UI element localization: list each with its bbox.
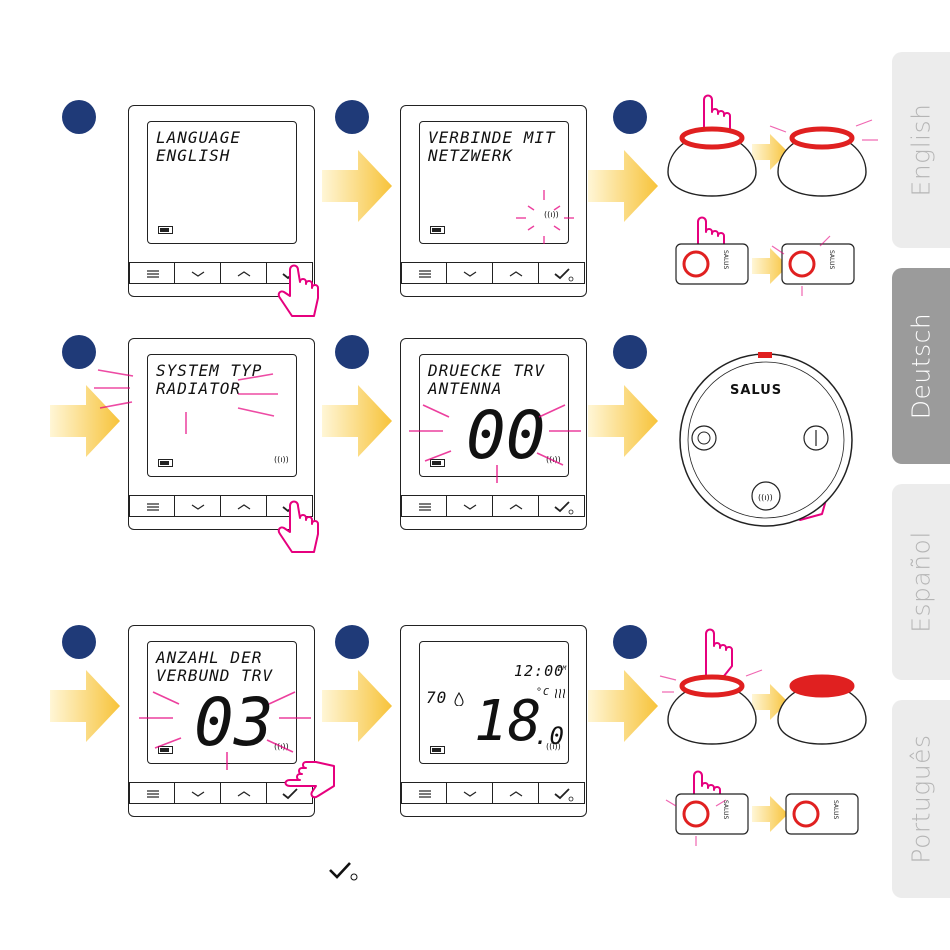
usb-brand-label: SALUS [832,800,839,819]
trv-device: ((ı)) [676,350,866,528]
antenna-icon: ((ı)) [758,493,773,502]
usb-brand-label: SALUS [722,250,729,269]
checkmark-power-icon [328,860,360,882]
gateway-top-ring [682,677,742,695]
gateway-top-ring [792,677,852,695]
usb-coordinator [676,794,748,834]
trv-brand-label: SALUS [730,383,782,398]
usb-coordinator [676,244,748,284]
gateway-top-ring [682,129,742,147]
usb-brand-label: SALUS [722,800,729,819]
usb-coordinator [782,244,854,284]
usb-coordinator [786,794,858,834]
usb-brand-label: SALUS [828,250,835,269]
gateway-top-ring [792,129,852,147]
trv-left-button [692,426,716,450]
